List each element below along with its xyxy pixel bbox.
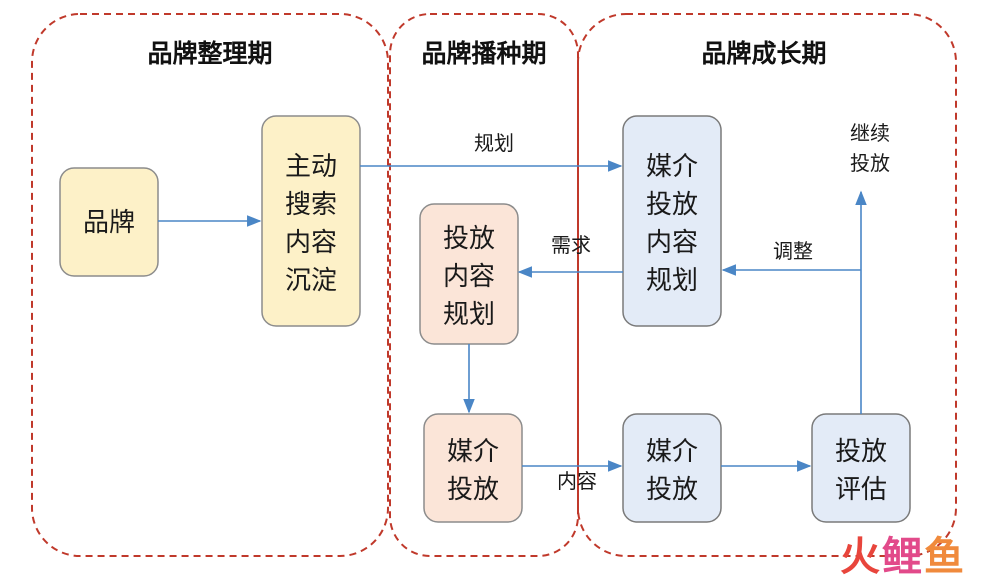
node-plan-right-line-3: 内容 bbox=[646, 228, 698, 258]
node-brand: 品牌 bbox=[59, 167, 159, 277]
node-evaluate-line-1: 投放 bbox=[835, 437, 887, 467]
node-media-right-line-1: 媒介 bbox=[646, 437, 698, 467]
phase-title-growth: 品牌成长期 bbox=[701, 39, 826, 68]
edge-label-plan: 规划 bbox=[474, 131, 514, 155]
phase-title-organize: 品牌整理期 bbox=[147, 39, 272, 68]
watermark-char-1: 火 bbox=[840, 534, 882, 580]
node-plan-left-line-1: 投放 bbox=[443, 224, 495, 254]
node-media-right: 媒介 投放 bbox=[622, 413, 722, 523]
node-plan-right-line-2: 投放 bbox=[646, 190, 698, 220]
watermark-char-2: 鲤 bbox=[882, 534, 924, 580]
phase-region-organize bbox=[31, 13, 389, 557]
node-plan-left: 投放 内容 规划 bbox=[419, 203, 519, 345]
node-evaluate: 投放 评估 bbox=[811, 413, 911, 523]
node-media-left-line-1: 媒介 bbox=[447, 437, 499, 467]
edge-label-demand: 需求 bbox=[551, 233, 591, 257]
node-active-search-line-4: 沉淀 bbox=[285, 266, 337, 296]
edge-label-adjust: 调整 bbox=[773, 239, 813, 263]
watermark-logo: 火鲤鱼 bbox=[840, 524, 966, 582]
node-active-search: 主动 搜索 内容 沉淀 bbox=[261, 115, 361, 327]
node-plan-left-line-2: 内容 bbox=[443, 262, 495, 292]
node-evaluate-line-2: 评估 bbox=[835, 475, 887, 505]
edge-label-continue-line-2: 投放 bbox=[850, 151, 890, 175]
node-media-left: 媒介 投放 bbox=[423, 413, 523, 523]
edge-label-content: 内容 bbox=[557, 469, 597, 493]
edge-label-continue-line-1: 继续 bbox=[850, 121, 890, 145]
node-media-left-line-2: 投放 bbox=[447, 475, 499, 505]
node-plan-right: 媒介 投放 内容 规划 bbox=[622, 115, 722, 327]
node-active-search-line-1: 主动 bbox=[285, 152, 337, 182]
node-active-search-line-3: 内容 bbox=[285, 228, 337, 258]
phase-region-growth bbox=[577, 13, 957, 557]
node-plan-right-line-1: 媒介 bbox=[646, 152, 698, 182]
phase-title-seeding: 品牌播种期 bbox=[421, 39, 546, 68]
node-brand-line-1: 品牌 bbox=[83, 208, 135, 238]
watermark-char-3: 鱼 bbox=[924, 534, 966, 580]
node-active-search-line-2: 搜索 bbox=[285, 190, 337, 220]
node-plan-left-line-3: 规划 bbox=[443, 300, 495, 330]
node-media-right-line-2: 投放 bbox=[646, 475, 698, 505]
node-plan-right-line-4: 规划 bbox=[646, 266, 698, 296]
